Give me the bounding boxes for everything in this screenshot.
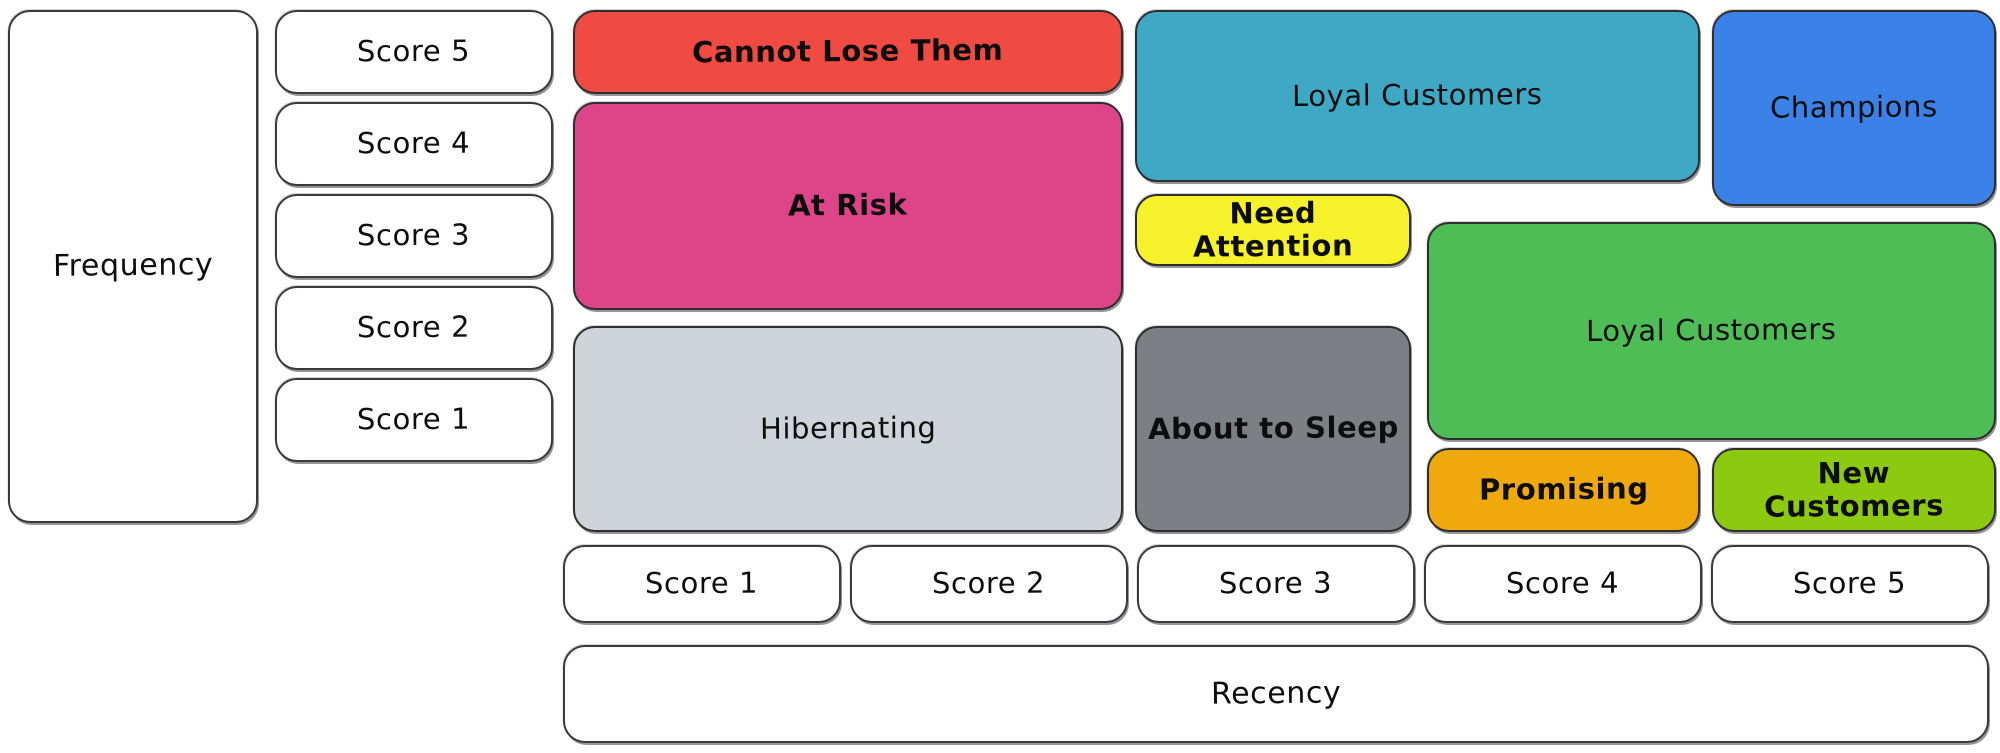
- frequency-score-1-label: Score 1: [357, 402, 471, 437]
- frequency-score-4[interactable]: Score 4: [275, 102, 553, 186]
- frequency-score-1[interactable]: Score 1: [275, 378, 553, 462]
- frequency-axis-label: Frequency: [52, 247, 214, 285]
- segment-loyal-customers-green[interactable]: Loyal Customers: [1427, 222, 1996, 440]
- segment-champions-label: Champions: [1769, 89, 1939, 125]
- segment-loyal-customers-green-label: Loyal Customers: [1586, 312, 1837, 349]
- recency-score-2-label: Score 2: [932, 566, 1046, 601]
- segment-promising[interactable]: Promising: [1427, 448, 1700, 532]
- recency-score-3-label: Score 3: [1219, 566, 1333, 601]
- segment-hibernating-label: Hibernating: [759, 410, 937, 447]
- recency-score-4-label: Score 4: [1506, 566, 1620, 601]
- frequency-score-2[interactable]: Score 2: [275, 286, 553, 370]
- segment-new-customers-label: New Customers: [1764, 455, 1945, 524]
- segment-at-risk-label: At Risk: [788, 187, 908, 223]
- segment-promising-label: Promising: [1478, 471, 1649, 507]
- segment-cannot-lose-them-label: Cannot Lose Them: [692, 33, 1004, 70]
- recency-score-3[interactable]: Score 3: [1137, 545, 1415, 623]
- recency-score-1[interactable]: Score 1: [563, 545, 841, 623]
- frequency-score-2-label: Score 2: [357, 310, 471, 345]
- segment-new-customers[interactable]: New Customers: [1712, 448, 1996, 532]
- frequency-score-5-label: Score 5: [357, 34, 471, 69]
- segment-about-to-sleep[interactable]: About to Sleep: [1135, 326, 1411, 532]
- recency-score-5[interactable]: Score 5: [1711, 545, 1989, 623]
- recency-score-2[interactable]: Score 2: [850, 545, 1128, 623]
- frequency-score-3-label: Score 3: [357, 218, 471, 253]
- segment-champions[interactable]: Champions: [1712, 10, 1996, 206]
- segment-at-risk[interactable]: At Risk: [573, 102, 1123, 310]
- recency-score-4[interactable]: Score 4: [1424, 545, 1702, 623]
- frequency-score-5[interactable]: Score 5: [275, 10, 553, 94]
- recency-score-5-label: Score 5: [1793, 566, 1907, 601]
- segment-cannot-lose-them[interactable]: Cannot Lose Them: [573, 10, 1123, 94]
- frequency-score-4-label: Score 4: [357, 126, 471, 161]
- recency-axis-label: Recency: [1210, 675, 1342, 712]
- recency-score-1-label: Score 1: [645, 566, 759, 601]
- segment-need-attention[interactable]: Need Attention: [1135, 194, 1411, 266]
- segment-loyal-customers-teal-label: Loyal Customers: [1292, 77, 1543, 114]
- segment-loyal-customers-teal[interactable]: Loyal Customers: [1135, 10, 1700, 182]
- segment-about-to-sleep-label: About to Sleep: [1147, 410, 1399, 447]
- segment-hibernating[interactable]: Hibernating: [573, 326, 1123, 532]
- recency-axis-title: Recency: [563, 645, 1989, 743]
- frequency-axis-title: Frequency: [8, 10, 258, 523]
- frequency-score-3[interactable]: Score 3: [275, 194, 553, 278]
- segment-need-attention-label: Need Attention: [1192, 195, 1354, 264]
